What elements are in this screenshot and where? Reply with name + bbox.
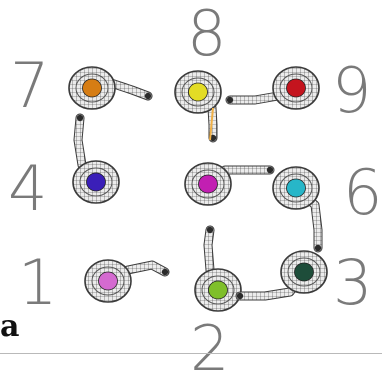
figure-number-6: 6 bbox=[343, 162, 382, 224]
avatar-figure-1 bbox=[85, 260, 168, 302]
bottom-divider bbox=[0, 353, 382, 354]
avatar-figure-3 bbox=[237, 251, 327, 299]
panel-label: a bbox=[0, 312, 19, 342]
avatar-figure-4 bbox=[73, 115, 119, 203]
figure-number-3: 3 bbox=[333, 252, 372, 314]
head-marker bbox=[199, 175, 218, 193]
hand-icon bbox=[162, 269, 168, 275]
head-marker bbox=[189, 83, 208, 101]
avatar-figure-2 bbox=[195, 227, 241, 311]
head-marker bbox=[287, 179, 306, 197]
head-marker bbox=[87, 173, 106, 191]
figure-number-2: 2 bbox=[190, 318, 229, 380]
head-marker bbox=[295, 263, 314, 281]
figure-number-9: 9 bbox=[332, 60, 371, 122]
figure-number-8: 8 bbox=[187, 3, 226, 65]
figure-number-1: 1 bbox=[18, 252, 57, 314]
avatar-figure-9 bbox=[227, 67, 319, 109]
hand-icon bbox=[237, 293, 243, 299]
avatar-figure-6 bbox=[273, 167, 321, 251]
hand-icon bbox=[315, 245, 321, 251]
hand-icon bbox=[227, 97, 233, 103]
figure-number-7: 7 bbox=[10, 55, 49, 117]
hand-icon bbox=[145, 93, 151, 99]
head-marker bbox=[83, 79, 102, 97]
avatar-figure-8 bbox=[175, 71, 221, 141]
avatar-figure-5 bbox=[185, 163, 273, 205]
hand-icon bbox=[267, 167, 273, 173]
figure-number-4: 4 bbox=[8, 158, 47, 220]
head-marker bbox=[287, 79, 306, 97]
avatar-figure-7 bbox=[69, 67, 151, 109]
head-marker bbox=[99, 272, 118, 290]
head-marker bbox=[209, 281, 228, 299]
hand-icon bbox=[77, 115, 83, 121]
hand-icon bbox=[207, 227, 213, 233]
